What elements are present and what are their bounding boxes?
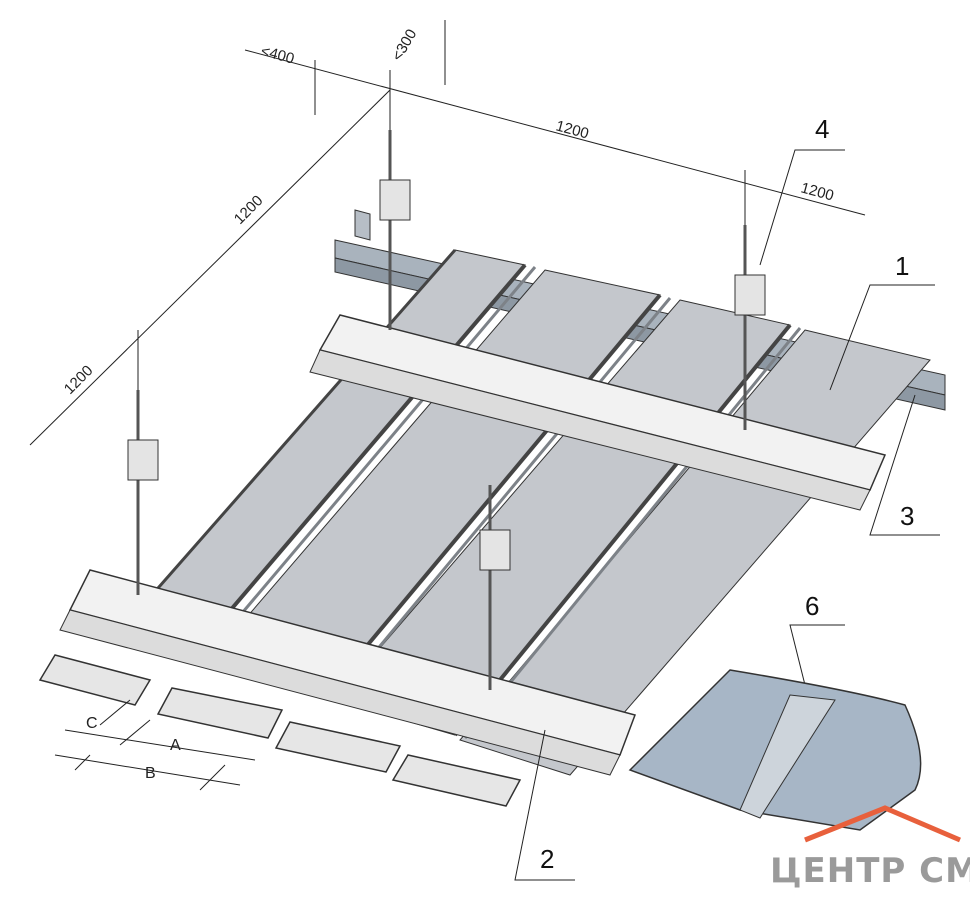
carrier-rail-front: [59, 569, 636, 776]
callout-panel: 1: [895, 251, 909, 281]
dimension-length-right: 1200: [799, 179, 836, 204]
callout-carrier: 2: [540, 844, 554, 874]
panel-joint-detail: [628, 669, 922, 831]
carrier-rail-back: [309, 314, 887, 511]
dimension-lines: [29, 20, 866, 446]
dimension-spacing-hanger: <300: [389, 26, 421, 64]
panel-dimension-lines: [54, 699, 256, 791]
panel-front-ends: [38, 654, 522, 807]
dimension-length-left-upper: 1200: [231, 192, 267, 228]
label-panel-width: A: [170, 737, 181, 754]
label-module: B: [145, 765, 156, 782]
dimension-length-left-lower: 1200: [61, 362, 97, 398]
brand-logo-text: ЦЕНТР СМ: [770, 851, 970, 891]
brand-logo: ЦЕНТР СМ: [770, 805, 970, 891]
dimension-spacing-edge: <400: [259, 42, 296, 67]
hanger-rod: [127, 130, 766, 690]
callout-wall-angle: 3: [900, 501, 914, 531]
label-gap: C: [86, 715, 98, 732]
dimension-length-top: 1200: [554, 117, 591, 142]
callout-joint: 6: [805, 591, 819, 621]
callout-hanger: 4: [815, 114, 829, 144]
